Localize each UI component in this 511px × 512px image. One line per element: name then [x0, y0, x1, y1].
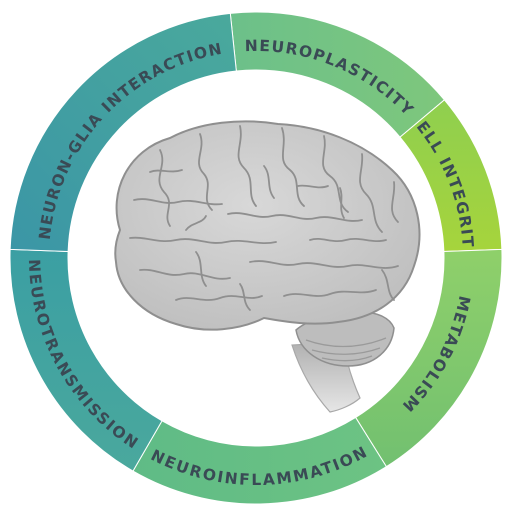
brain-icon: [114, 120, 421, 413]
ring: [9, 11, 503, 505]
cerebrum: [114, 120, 421, 331]
ring-segment-neuroplasticity: [229, 11, 446, 138]
ring-segment-neuron-glia: [9, 12, 237, 252]
